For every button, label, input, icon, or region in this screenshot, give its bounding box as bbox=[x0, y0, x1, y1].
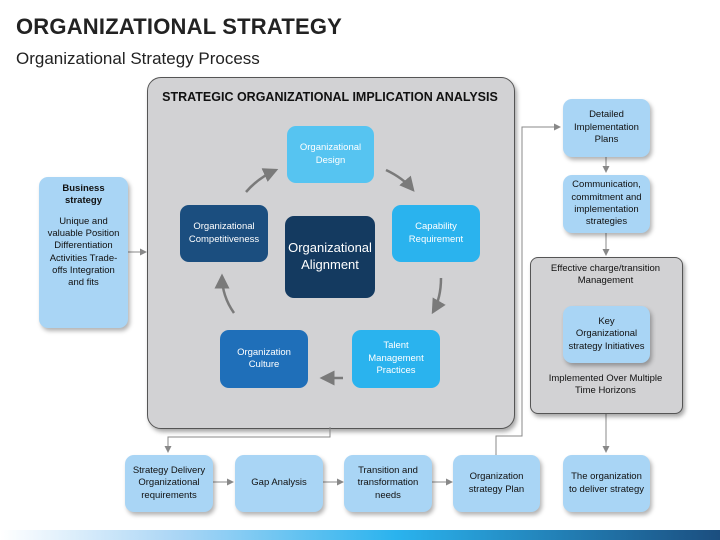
node-organizational-design: Organizational Design bbox=[287, 126, 374, 183]
page-subtitle: Organizational Strategy Process bbox=[16, 49, 260, 68]
footer-bar bbox=[0, 530, 720, 540]
key-initiatives-box: Key Organizational strategy Initiatives bbox=[563, 306, 650, 363]
business-strategy-box: Business strategy Unique and valuable Po… bbox=[39, 177, 128, 328]
cycle-arrow-culture-to-competitiveness bbox=[214, 273, 236, 314]
communication-strategies: Communication, commitment and implementa… bbox=[563, 175, 650, 233]
business-strategy-body: Unique and valuable Position Differentia… bbox=[47, 215, 120, 289]
arrow-plan-to-detailed bbox=[495, 123, 561, 455]
page-title: ORGANIZATIONAL STRATEGY bbox=[16, 14, 343, 39]
time-horizons-label: Implemented Over Multiple Time Horizons bbox=[548, 373, 663, 397]
node-organization-culture: Organization Culture bbox=[220, 330, 308, 388]
gap-analysis-box: Gap Analysis bbox=[235, 455, 323, 512]
deliver-strategy-box: The organization to deliver strategy bbox=[563, 455, 650, 512]
node-capability-requirement: Capability Requirement bbox=[392, 205, 480, 262]
strategy-delivery-box: Strategy Delivery Organizational require… bbox=[125, 455, 213, 512]
effective-transition-label: Effective charge/transition Management bbox=[550, 263, 661, 287]
node-talent-management: Talent Management Practices bbox=[352, 330, 440, 388]
arrow-analysis-to-delivery bbox=[164, 427, 331, 453]
analysis-title: STRATEGIC ORGANIZATIONAL IMPLICATION ANA… bbox=[162, 90, 498, 104]
node-organizational-competitiveness: Organizational Competitiveness bbox=[180, 205, 268, 262]
cycle-arrow-capability-to-talent bbox=[431, 277, 446, 315]
business-strategy-heading: Business strategy bbox=[62, 183, 105, 207]
cycle-arrow-design-to-capability bbox=[385, 168, 415, 192]
detailed-implementation-plans: Detailed Implementation Plans bbox=[563, 99, 650, 157]
transition-needs-box: Transition and transformation needs bbox=[344, 455, 432, 512]
cycle-arrow-competitiveness-to-design bbox=[245, 168, 279, 193]
node-organizational-alignment: Organizational Alignment bbox=[285, 216, 375, 298]
strategy-plan-box: Organization strategy Plan bbox=[453, 455, 540, 512]
